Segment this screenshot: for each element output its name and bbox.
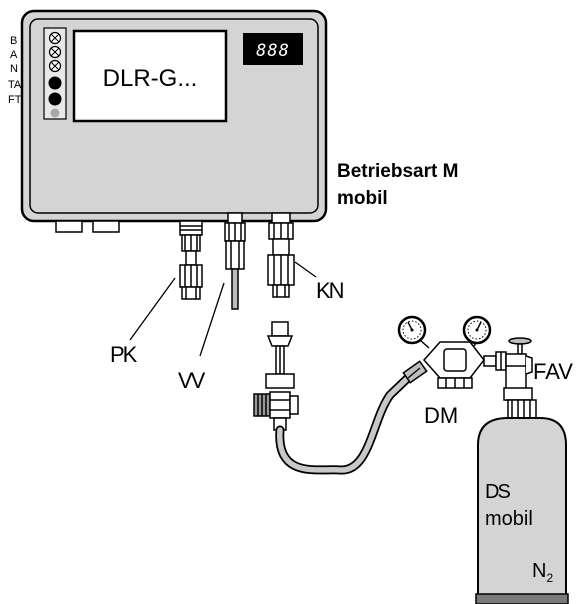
led-filled-icon [48, 92, 62, 106]
label-vv: VV [178, 368, 206, 393]
label-kn: KN [316, 278, 344, 303]
digit-display: 888 [243, 33, 303, 65]
side-label-a: A [10, 49, 18, 61]
side-label-b: B [10, 35, 17, 47]
mode-line-1: Betriebsart M [337, 161, 458, 182]
pressure-regulator [402, 339, 507, 389]
led-off-icon [50, 108, 60, 118]
label-dm: DM [424, 403, 458, 428]
side-label-ta: TA [8, 79, 22, 91]
cylinder-gas-symbol: N2 [532, 560, 553, 585]
kn-connector [267, 212, 295, 298]
vv-connector [224, 212, 246, 310]
led-filled-icon [48, 76, 62, 90]
cylinder-foot [475, 593, 569, 604]
test-adapter [253, 321, 299, 431]
side-label-n: N [10, 63, 18, 75]
pressure-gauge-icon [397, 315, 427, 345]
hose [275, 369, 417, 475]
display-text: DLR-G... [103, 65, 198, 92]
mode-line-2: mobil [337, 188, 388, 209]
label-pk: PK [110, 342, 138, 367]
side-label-ft: FT [8, 94, 22, 106]
mode-label: Betriebsart M mobil [337, 161, 458, 209]
cable-glands [55, 220, 120, 233]
led-side-labels: B A N TA FT [8, 35, 22, 106]
pressure-gauge-icon [462, 315, 492, 345]
gas-symbol-n: N [532, 560, 546, 582]
cylinder-label-line-2: mobil [485, 508, 533, 530]
digit-readout: 888 [256, 41, 290, 61]
gas-symbol-subscript: 2 [546, 571, 553, 585]
status-led-panel [43, 27, 67, 120]
led-cross-icon [48, 59, 62, 73]
label-fav: FAV [533, 359, 573, 384]
pk-connector [179, 220, 203, 300]
gas-cylinder [475, 417, 569, 604]
main-display: DLR-G... [72, 29, 228, 123]
led-cross-icon [48, 31, 62, 45]
led-cross-icon [48, 45, 62, 59]
cylinder-label-line-1: DS [485, 481, 510, 503]
cylinder-valve [503, 337, 537, 419]
leader-lines [129, 261, 317, 357]
